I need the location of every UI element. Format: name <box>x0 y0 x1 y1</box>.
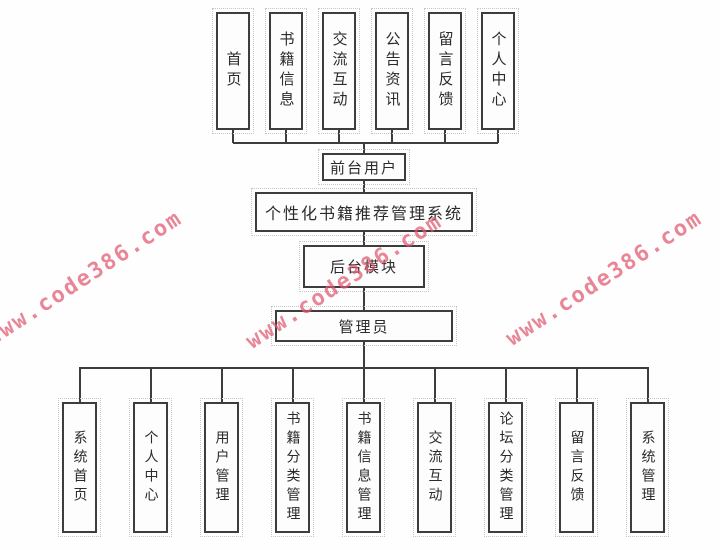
admin-module-box-system-home: 系统首页 <box>58 398 101 537</box>
connector-line <box>292 367 294 403</box>
backend-module-box: 后台模块 <box>299 241 429 292</box>
connector-line <box>363 180 365 193</box>
front-module-box-interaction: 交流互动 <box>318 8 360 134</box>
front-module-label: 个人中心 <box>489 31 508 111</box>
admin-module-box-interaction: 交流互动 <box>413 398 456 537</box>
admin-module-box-feedback: 留言反馈 <box>555 398 598 537</box>
connector-line <box>497 130 499 143</box>
admin-module-box-book-info-mgmt: 书籍信息管理 <box>342 398 385 537</box>
connector-line <box>363 142 365 154</box>
connector-line <box>434 367 436 403</box>
admin-module-box-system-mgmt: 系统管理 <box>626 398 669 537</box>
connector-line <box>363 287 365 311</box>
admin-module-label: 留言反馈 <box>568 429 585 506</box>
admin-module-label: 书籍信息管理 <box>355 410 372 525</box>
admin-module-label: 书籍分类管理 <box>284 410 301 525</box>
admin-module-label: 系统首页 <box>71 429 88 506</box>
front-module-label: 首页 <box>224 51 243 91</box>
admin-module-label: 用户管理 <box>213 429 230 506</box>
connector-line <box>363 367 365 403</box>
admin-module-box-forum-category-mgmt: 论坛分类管理 <box>484 398 527 537</box>
connector-line <box>338 130 340 143</box>
backend-module-label: 后台模块 <box>329 258 398 276</box>
front-module-box-book-info: 书籍信息 <box>265 8 307 134</box>
admin-module-label: 论坛分类管理 <box>497 410 514 525</box>
connector-line <box>150 367 152 403</box>
front-module-label: 公告资讯 <box>383 31 402 111</box>
connector-line <box>647 367 649 403</box>
admin-module-label: 系统管理 <box>639 429 656 506</box>
connector-line <box>79 367 81 403</box>
front-module-label: 留言反馈 <box>436 31 455 111</box>
connector-line <box>221 367 223 403</box>
connector-line <box>232 130 234 143</box>
admin-module-box-personal-center: 个人中心 <box>129 398 172 537</box>
watermark-text: www.code386.com <box>0 205 188 352</box>
connector-line <box>285 130 287 143</box>
admin-module-label: 交流互动 <box>426 429 443 506</box>
front-module-box-personal-center: 个人中心 <box>477 8 519 134</box>
admin-module-label: 个人中心 <box>142 429 159 506</box>
connector-line <box>233 142 498 144</box>
connector-line <box>363 231 365 246</box>
front-user-box: 前台用户 <box>318 149 410 185</box>
admin-module-box-book-category-mgmt: 书籍分类管理 <box>271 398 314 537</box>
front-user-label: 前台用户 <box>329 158 398 177</box>
connector-line <box>363 341 365 368</box>
system-title-label: 个性化书籍推荐管理系统 <box>264 204 463 223</box>
admin-box: 管理员 <box>271 306 457 346</box>
admin-module-box-user-mgmt: 用户管理 <box>200 398 243 537</box>
front-module-box-announcements: 公告资讯 <box>371 8 413 134</box>
connector-line <box>391 130 393 143</box>
front-module-label: 书籍信息 <box>277 31 296 111</box>
connector-line <box>576 367 578 403</box>
connector-line <box>505 367 507 403</box>
connector-line <box>444 130 446 143</box>
front-module-box-feedback: 留言反馈 <box>424 8 466 134</box>
front-module-box-home: 首页 <box>212 8 254 134</box>
front-module-label: 交流互动 <box>330 31 349 111</box>
admin-label: 管理员 <box>338 317 390 336</box>
system-title-box: 个性化书籍推荐管理系统 <box>251 188 477 236</box>
watermark-text: www.code386.com <box>501 205 708 352</box>
